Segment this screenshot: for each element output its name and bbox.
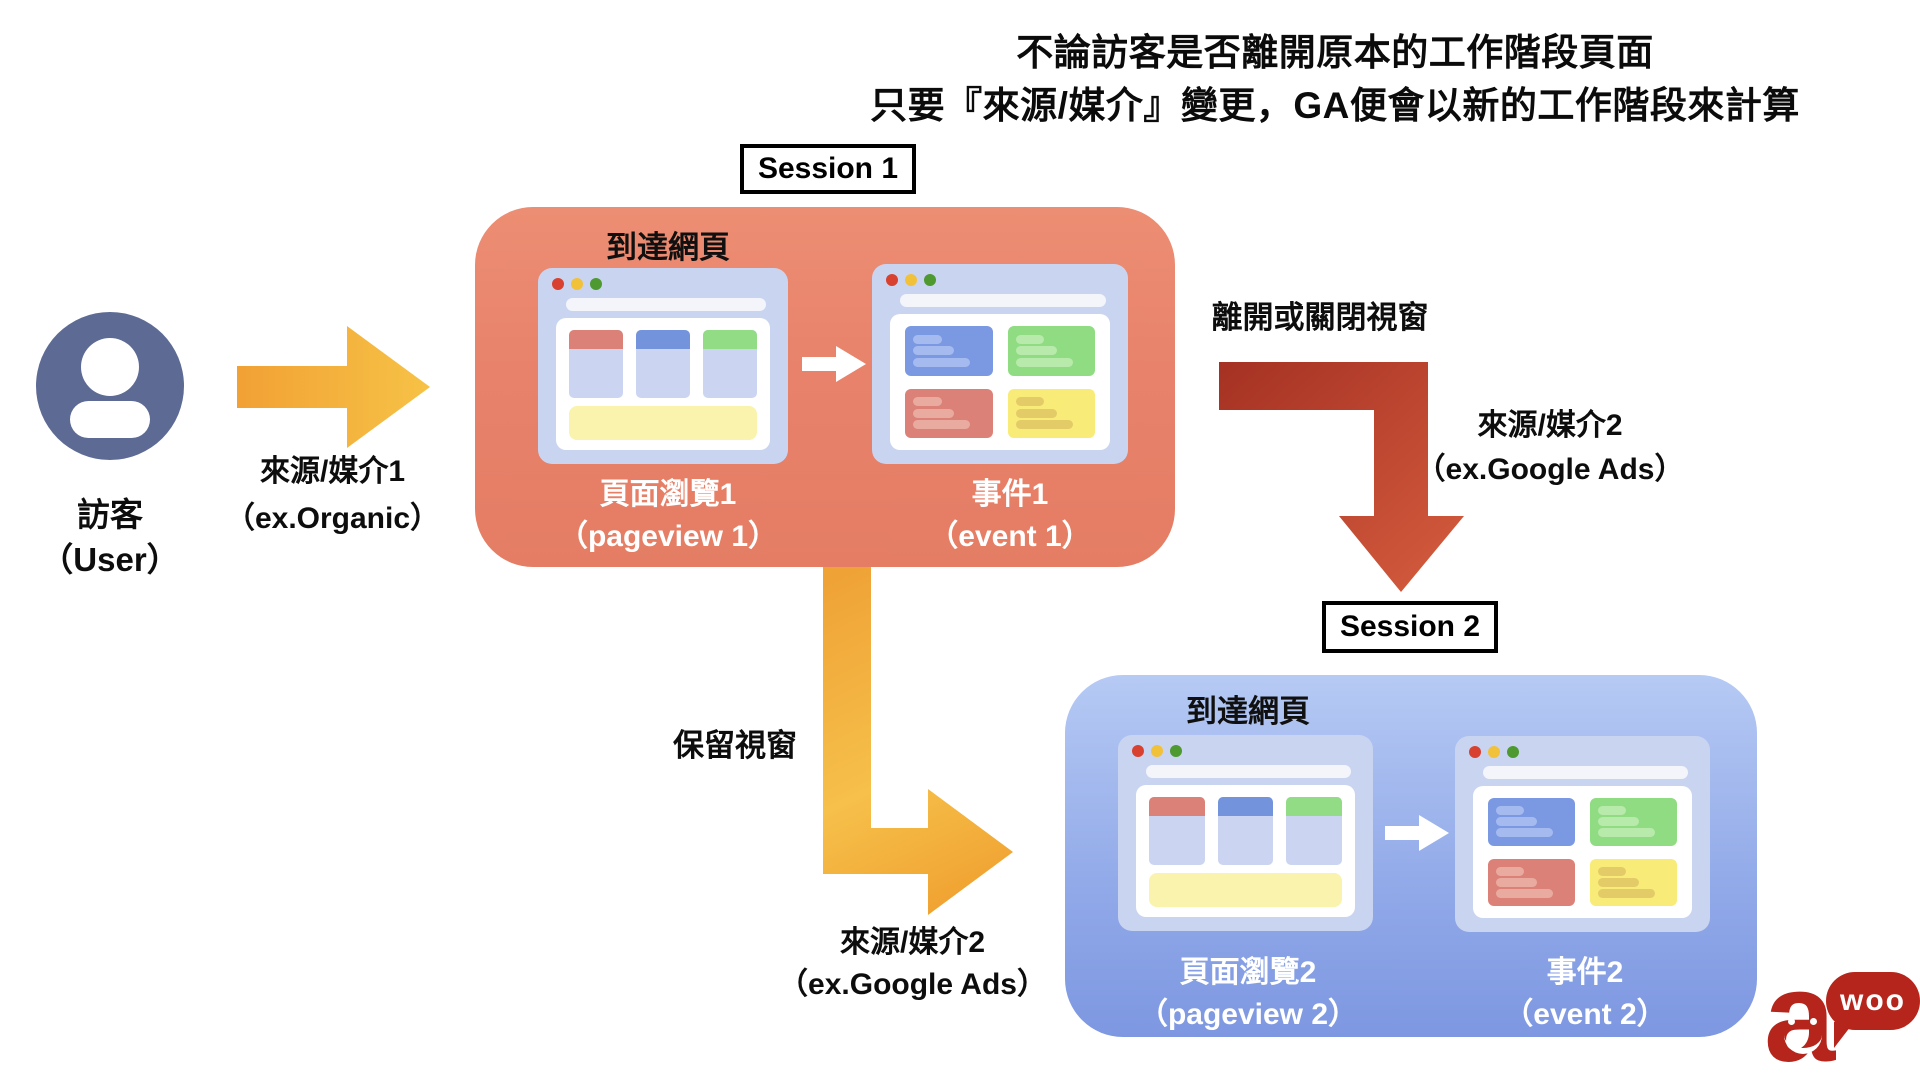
event2-window	[1455, 736, 1710, 932]
header-title: 不論訪客是否離開原本的工作階段頁面 只要『來源/媒介』變更，GA便會以新的工作階…	[790, 26, 1880, 132]
leave-window-label: 離開或關閉視窗	[1211, 300, 1429, 335]
event1-caption-en: （event 1）	[928, 520, 1092, 553]
pageview1-caption-en: （pageview 1）	[557, 520, 779, 553]
column-card-blue	[636, 330, 690, 398]
banner-block	[569, 406, 757, 440]
pageview2-caption-en: （pageview 2）	[1137, 998, 1359, 1031]
header-line2: 只要『來源/媒介』變更，GA便會以新的工作階段來計算	[870, 85, 1800, 126]
content-columns	[569, 330, 757, 398]
arrow-source-medium-1	[237, 326, 430, 448]
user-icon-head	[81, 338, 139, 396]
traffic-light-green-icon	[1507, 746, 1519, 758]
page-content	[890, 314, 1110, 450]
pageview2-window	[1118, 735, 1373, 931]
event-card-blue	[905, 326, 993, 376]
traffic-light-red-icon	[552, 278, 564, 290]
source-medium-2-bottom-line2: （ex.Google Ads）	[778, 968, 1047, 1001]
column-card-green	[1286, 797, 1343, 865]
source-medium-2-bottom-line1: 來源/媒介2	[839, 926, 986, 959]
awoo-logo-bubble: woo	[1826, 972, 1920, 1048]
event2-caption: 事件2 （event 2）	[1454, 952, 1716, 1036]
content-columns	[1149, 797, 1343, 865]
arrow-keep-window	[823, 567, 1013, 915]
page-content	[556, 318, 770, 450]
traffic-light-yellow-icon	[905, 274, 917, 286]
traffic-light-red-icon	[1469, 746, 1481, 758]
pageview2-caption-zh: 頁面瀏覽2	[1179, 956, 1317, 989]
traffic-light-red-icon	[1132, 745, 1144, 757]
traffic-light-green-icon	[590, 278, 602, 290]
column-card-green	[703, 330, 757, 398]
event1-caption-zh: 事件1	[971, 478, 1049, 511]
source-medium-1-label: 來源/媒介1 （ex.Organic）	[210, 448, 455, 542]
session1-tag: Session 1	[740, 144, 916, 194]
user-label-zh: 訪客	[77, 496, 143, 533]
url-bar	[900, 294, 1106, 307]
session2-tag: Session 2	[1322, 601, 1498, 653]
event-card-red	[1488, 858, 1575, 906]
source-medium-2-right-line2: （ex.Google Ads）	[1415, 453, 1685, 486]
source-medium-2-right-line1: 來源/媒介2	[1477, 409, 1623, 442]
event-card-yellow	[1007, 388, 1095, 438]
user-icon-body	[70, 401, 150, 438]
event2-caption-en: （event 2）	[1503, 998, 1667, 1031]
event2-caption-zh: 事件2	[1546, 956, 1624, 989]
pageview1-caption: 頁面瀏覽1 （pageview 1）	[537, 474, 799, 558]
session1-landing-label: 到達網頁	[606, 230, 730, 265]
url-bar	[1483, 766, 1688, 779]
source-medium-1-line1: 來源/媒介1	[259, 455, 406, 488]
awoo-logo-bubble-tail	[1834, 1022, 1854, 1048]
pageview1-window	[538, 268, 788, 464]
traffic-light-green-icon	[924, 274, 936, 286]
event-card-green	[1007, 326, 1095, 376]
event-card-red	[905, 388, 993, 438]
traffic-light-icons	[552, 278, 602, 290]
keep-window-label: 保留視窗	[673, 728, 797, 763]
session2-landing-label: 到達網頁	[1186, 694, 1310, 729]
pageview2-caption: 頁面瀏覽2 （pageview 2）	[1117, 952, 1379, 1036]
awoo-logo: a woo	[1764, 954, 1920, 1080]
awoo-logo-eye	[1810, 1018, 1817, 1025]
user-icon	[36, 312, 184, 460]
banner-block	[1149, 873, 1342, 907]
source-medium-2-right-label: 來源/媒介2 （ex.Google Ads）	[1400, 404, 1700, 492]
traffic-light-icons	[1132, 745, 1182, 757]
header-line1: 不論訪客是否離開原本的工作階段頁面	[1016, 32, 1654, 73]
event-card-green	[1590, 798, 1677, 846]
awoo-logo-woo-text: woo	[1840, 984, 1906, 1017]
traffic-light-icons	[1469, 746, 1519, 758]
column-card-blue	[1217, 797, 1274, 865]
awoo-logo-eye	[1788, 1018, 1795, 1025]
pageview1-caption-zh: 頁面瀏覽1	[599, 478, 737, 511]
awoo-logo-a: a	[1764, 946, 1836, 1080]
traffic-light-icons	[886, 274, 936, 286]
traffic-light-yellow-icon	[571, 278, 583, 290]
source-medium-2-bottom-label: 來源/媒介2 （ex.Google Ads）	[760, 922, 1065, 1006]
column-card-red	[1149, 797, 1205, 865]
event-card-grid	[905, 326, 1095, 438]
event1-window	[872, 264, 1128, 464]
event-card-yellow	[1590, 858, 1677, 906]
event-card-grid	[1488, 798, 1677, 906]
event1-caption: 事件1 （event 1）	[879, 474, 1141, 558]
event-card-blue	[1488, 798, 1575, 846]
url-bar	[566, 298, 766, 311]
awoo-logo-smile	[1784, 1030, 1822, 1054]
page-content	[1473, 786, 1692, 918]
user-label: 訪客 （User）	[12, 492, 208, 582]
page-content	[1136, 785, 1355, 917]
source-medium-1-line2: （ex.Organic）	[224, 502, 441, 535]
user-label-en: （User）	[40, 541, 180, 578]
url-bar	[1146, 765, 1351, 778]
traffic-light-yellow-icon	[1488, 746, 1500, 758]
traffic-light-green-icon	[1170, 745, 1182, 757]
column-card-red	[569, 330, 623, 398]
traffic-light-yellow-icon	[1151, 745, 1163, 757]
traffic-light-red-icon	[886, 274, 898, 286]
